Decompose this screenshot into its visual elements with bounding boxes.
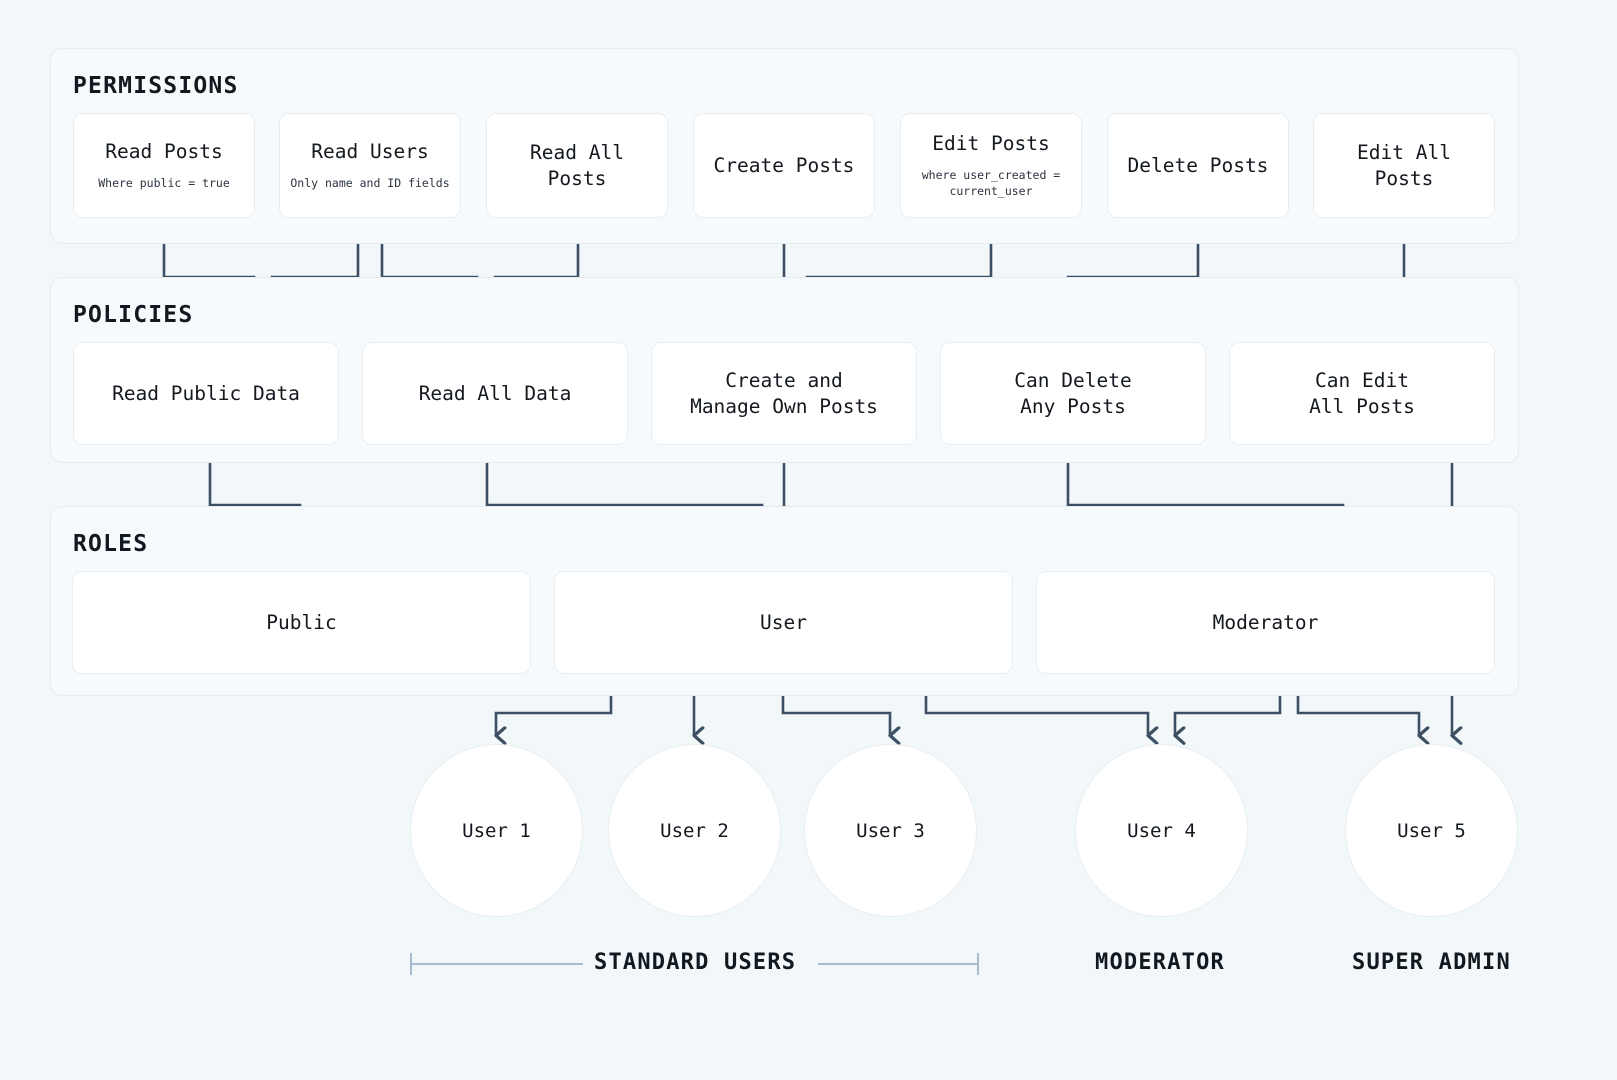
policy-card-create-manage-own-posts[interactable]: Create and Manage Own Posts: [651, 342, 917, 445]
permission-card-title: Delete Posts: [1127, 153, 1269, 177]
user-node-3[interactable]: User 3: [804, 744, 977, 917]
role-card-title: User: [760, 610, 807, 634]
permission-card-title: Read All Posts: [530, 140, 624, 190]
permission-card-read-posts[interactable]: Read Posts Where public = true: [73, 113, 255, 218]
permission-card-subtitle: where user_created = current_user: [921, 168, 1061, 198]
roles-section-title: ROLES: [73, 531, 149, 557]
policy-card-title: Read Public Data: [112, 381, 300, 405]
permission-card-read-all-posts[interactable]: Read All Posts: [486, 113, 668, 218]
role-card-public[interactable]: Public: [72, 571, 531, 674]
group-label-super-admin: SUPER ADMIN: [1352, 950, 1511, 975]
permission-card-read-users[interactable]: Read Users Only name and ID fields: [279, 113, 461, 218]
policy-card-title: Create and Manage Own Posts: [690, 368, 878, 418]
user-node-2[interactable]: User 2: [608, 744, 781, 917]
policy-card-can-delete-any-posts[interactable]: Can Delete Any Posts: [940, 342, 1206, 445]
permission-card-delete-posts[interactable]: Delete Posts: [1107, 113, 1289, 218]
policy-card-read-all-data[interactable]: Read All Data: [362, 342, 628, 445]
permissions-section-title: PERMISSIONS: [73, 73, 239, 99]
role-card-title: Public: [266, 610, 337, 634]
permission-card-subtitle: Where public = true: [98, 175, 230, 190]
policy-card-can-edit-all-posts[interactable]: Can Edit All Posts: [1229, 342, 1495, 445]
group-label-moderator: MODERATOR: [1095, 950, 1226, 975]
user-node-5[interactable]: User 5: [1345, 744, 1518, 917]
permission-card-subtitle: Only name and ID fields: [290, 175, 450, 190]
permission-card-title: Edit Posts: [932, 132, 1050, 156]
role-card-moderator[interactable]: Moderator: [1036, 571, 1495, 674]
policies-section-title: POLICIES: [73, 302, 194, 328]
permission-card-edit-posts[interactable]: Edit Posts where user_created = current_…: [900, 113, 1082, 218]
role-card-title: Moderator: [1212, 610, 1319, 634]
permission-card-edit-all-posts[interactable]: Edit All Posts: [1313, 113, 1495, 218]
permission-card-title: Read Users: [311, 140, 429, 164]
policy-card-read-public-data[interactable]: Read Public Data: [73, 342, 339, 445]
group-label-standard-users: STANDARD USERS: [594, 950, 797, 975]
permission-card-title: Edit All Posts: [1357, 140, 1451, 190]
user-node-4[interactable]: User 4: [1075, 744, 1248, 917]
permission-card-title: Create Posts: [713, 153, 855, 177]
permission-card-title: Read Posts: [105, 140, 223, 164]
user-node-1[interactable]: User 1: [410, 744, 583, 917]
permission-card-create-posts[interactable]: Create Posts: [693, 113, 875, 218]
policy-card-title: Can Delete Any Posts: [1014, 368, 1132, 418]
role-card-user[interactable]: User: [554, 571, 1013, 674]
policy-card-title: Can Edit All Posts: [1309, 368, 1415, 418]
policy-card-title: Read All Data: [418, 381, 572, 405]
